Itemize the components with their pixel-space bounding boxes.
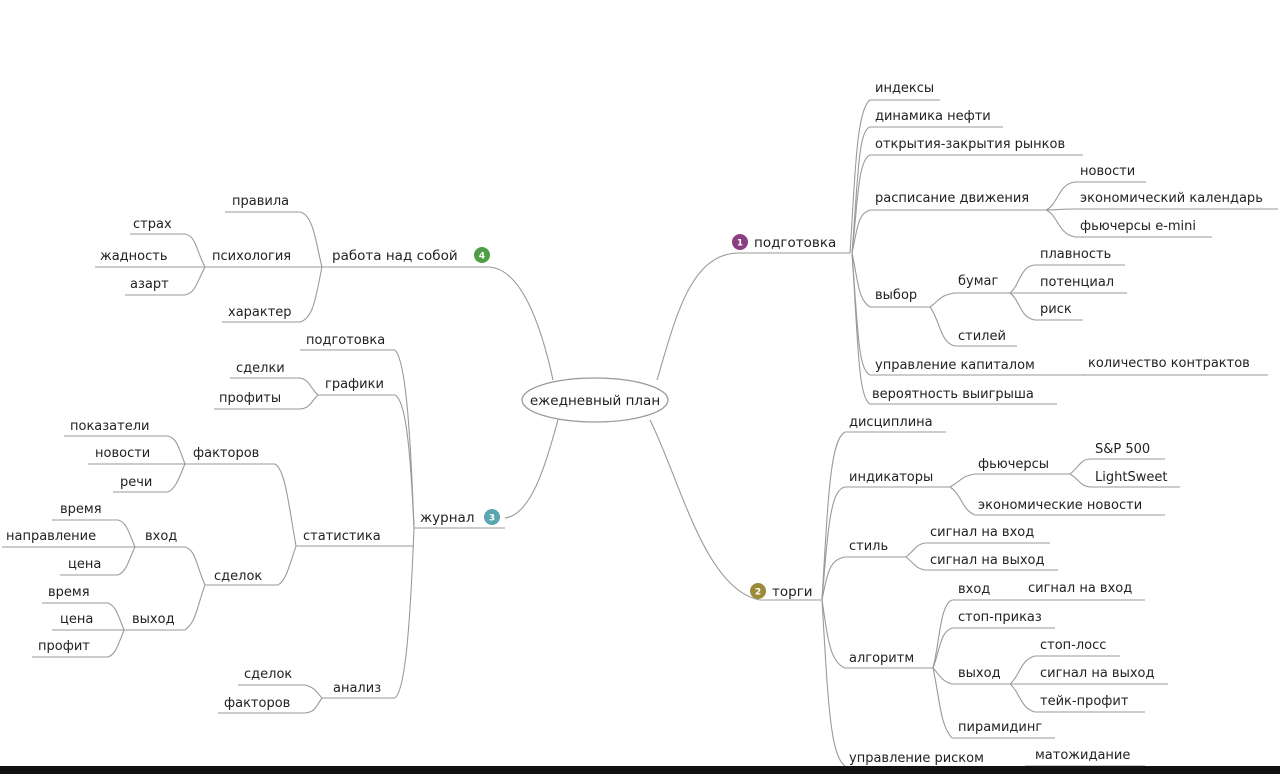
node-algo-exit[interactable]: выход bbox=[958, 666, 1001, 681]
node-schedule-calendar[interactable]: экономический календарь bbox=[1080, 191, 1263, 206]
priority-3-icon bbox=[484, 509, 500, 525]
priority-4-number: 4 bbox=[479, 252, 485, 262]
node-exit-price[interactable]: цена bbox=[60, 612, 93, 627]
node-analysis-factors[interactable]: факторов bbox=[224, 696, 290, 711]
node-style-entry[interactable]: сигнал на вход bbox=[930, 525, 1034, 540]
node-charts-profits[interactable]: профиты bbox=[219, 391, 281, 406]
node-exit-signal[interactable]: сигнал на выход bbox=[1040, 666, 1155, 681]
node-stop-loss[interactable]: стоп-лосс bbox=[1040, 638, 1106, 653]
node-style[interactable]: стиль bbox=[849, 539, 888, 554]
node-probability[interactable]: вероятность выигрыша bbox=[872, 387, 1034, 402]
node-excitement[interactable]: азарт bbox=[130, 277, 169, 292]
node-capital[interactable]: управление капиталом bbox=[875, 358, 1035, 373]
branch-trade-label[interactable]: торги bbox=[772, 584, 813, 600]
priority-4-icon bbox=[474, 247, 490, 263]
node-risk[interactable]: риск bbox=[1040, 302, 1072, 317]
node-futures[interactable]: фьючерсы bbox=[978, 457, 1049, 472]
node-factors[interactable]: факторов bbox=[193, 446, 259, 461]
priority-2-icon bbox=[750, 583, 766, 599]
node-indicators[interactable]: индикаторы bbox=[849, 470, 933, 485]
node-entry-price[interactable]: цена bbox=[68, 557, 101, 572]
node-rules[interactable]: правила bbox=[232, 194, 289, 209]
node-journal-prep[interactable]: подготовка bbox=[306, 333, 385, 348]
node-factors-news[interactable]: новости bbox=[95, 446, 150, 461]
node-oil[interactable]: динамика нефти bbox=[875, 109, 991, 124]
branch-prep-label[interactable]: подготовка bbox=[754, 235, 836, 251]
priority-1-icon bbox=[732, 234, 748, 250]
priority-3-number: 3 bbox=[489, 514, 495, 524]
node-exit-profit[interactable]: профит bbox=[38, 639, 90, 654]
node-style-exit[interactable]: сигнал на выход bbox=[930, 553, 1045, 568]
node-entry-time[interactable]: время bbox=[60, 502, 102, 517]
node-charts[interactable]: графики bbox=[325, 377, 384, 392]
node-lightsweet[interactable]: LightSweet bbox=[1095, 470, 1167, 485]
central-node-label: ежедневный план bbox=[530, 393, 660, 409]
node-expectation[interactable]: матожидание bbox=[1035, 748, 1130, 763]
node-papers[interactable]: бумаг bbox=[958, 274, 998, 289]
node-potential[interactable]: потенциал bbox=[1040, 275, 1114, 290]
node-contracts[interactable]: количество контрактов bbox=[1088, 356, 1250, 371]
node-econ-news[interactable]: экономические новости bbox=[978, 498, 1142, 513]
node-analysis-deals[interactable]: сделок bbox=[244, 667, 292, 682]
central-node[interactable] bbox=[521, 377, 669, 423]
node-factors-speeches[interactable]: речи bbox=[120, 475, 152, 490]
node-stats[interactable]: статистика bbox=[303, 529, 381, 544]
node-choice[interactable]: выбор bbox=[875, 288, 917, 303]
node-discipline[interactable]: дисциплина bbox=[849, 415, 933, 430]
node-schedule-news[interactable]: новости bbox=[1080, 164, 1135, 179]
node-stop-order[interactable]: стоп-приказ bbox=[958, 610, 1042, 625]
node-charts-deals[interactable]: сделки bbox=[236, 361, 285, 376]
node-factors-indicators[interactable]: показатели bbox=[70, 419, 149, 434]
node-markets[interactable]: открытия-закрытия рынков bbox=[875, 137, 1065, 152]
node-pyramiding[interactable]: пирамидинг bbox=[958, 720, 1042, 735]
node-greed[interactable]: жадность bbox=[100, 249, 168, 264]
node-psychology[interactable]: психология bbox=[212, 249, 291, 264]
node-schedule[interactable]: расписание движения bbox=[875, 191, 1029, 206]
node-character[interactable]: характер bbox=[228, 305, 292, 320]
node-deals[interactable]: сделок bbox=[214, 569, 262, 584]
node-entry-direction[interactable]: направление bbox=[6, 529, 96, 544]
priority-2-number: 2 bbox=[755, 588, 761, 598]
node-algorithm[interactable]: алгоритм bbox=[849, 651, 914, 666]
node-schedule-emini[interactable]: фьючерсы e-mini bbox=[1080, 219, 1196, 234]
node-risk-management[interactable]: управление риском bbox=[849, 751, 984, 766]
branch-journal-label[interactable]: журнал bbox=[420, 510, 474, 526]
node-deals-exit[interactable]: выход bbox=[132, 612, 175, 627]
node-deals-entry[interactable]: вход bbox=[145, 529, 177, 544]
priority-1-number: 1 bbox=[737, 239, 743, 249]
node-algo-entry[interactable]: вход bbox=[958, 582, 990, 597]
node-indices[interactable]: индексы bbox=[875, 81, 934, 96]
node-fear[interactable]: страх bbox=[133, 217, 172, 232]
node-styles[interactable]: стилей bbox=[958, 329, 1006, 344]
node-smoothness[interactable]: плавность bbox=[1040, 247, 1111, 262]
node-take-profit[interactable]: тейк-профит bbox=[1040, 694, 1129, 709]
node-algo-entry-signal[interactable]: сигнал на вход bbox=[1028, 581, 1132, 596]
bottom-edge-bar bbox=[0, 766, 1280, 774]
node-analysis[interactable]: анализ bbox=[333, 681, 381, 696]
node-sp500[interactable]: S&P 500 bbox=[1095, 442, 1150, 457]
node-exit-time[interactable]: время bbox=[48, 585, 90, 600]
branch-self-label[interactable]: работа над собой bbox=[332, 248, 458, 264]
